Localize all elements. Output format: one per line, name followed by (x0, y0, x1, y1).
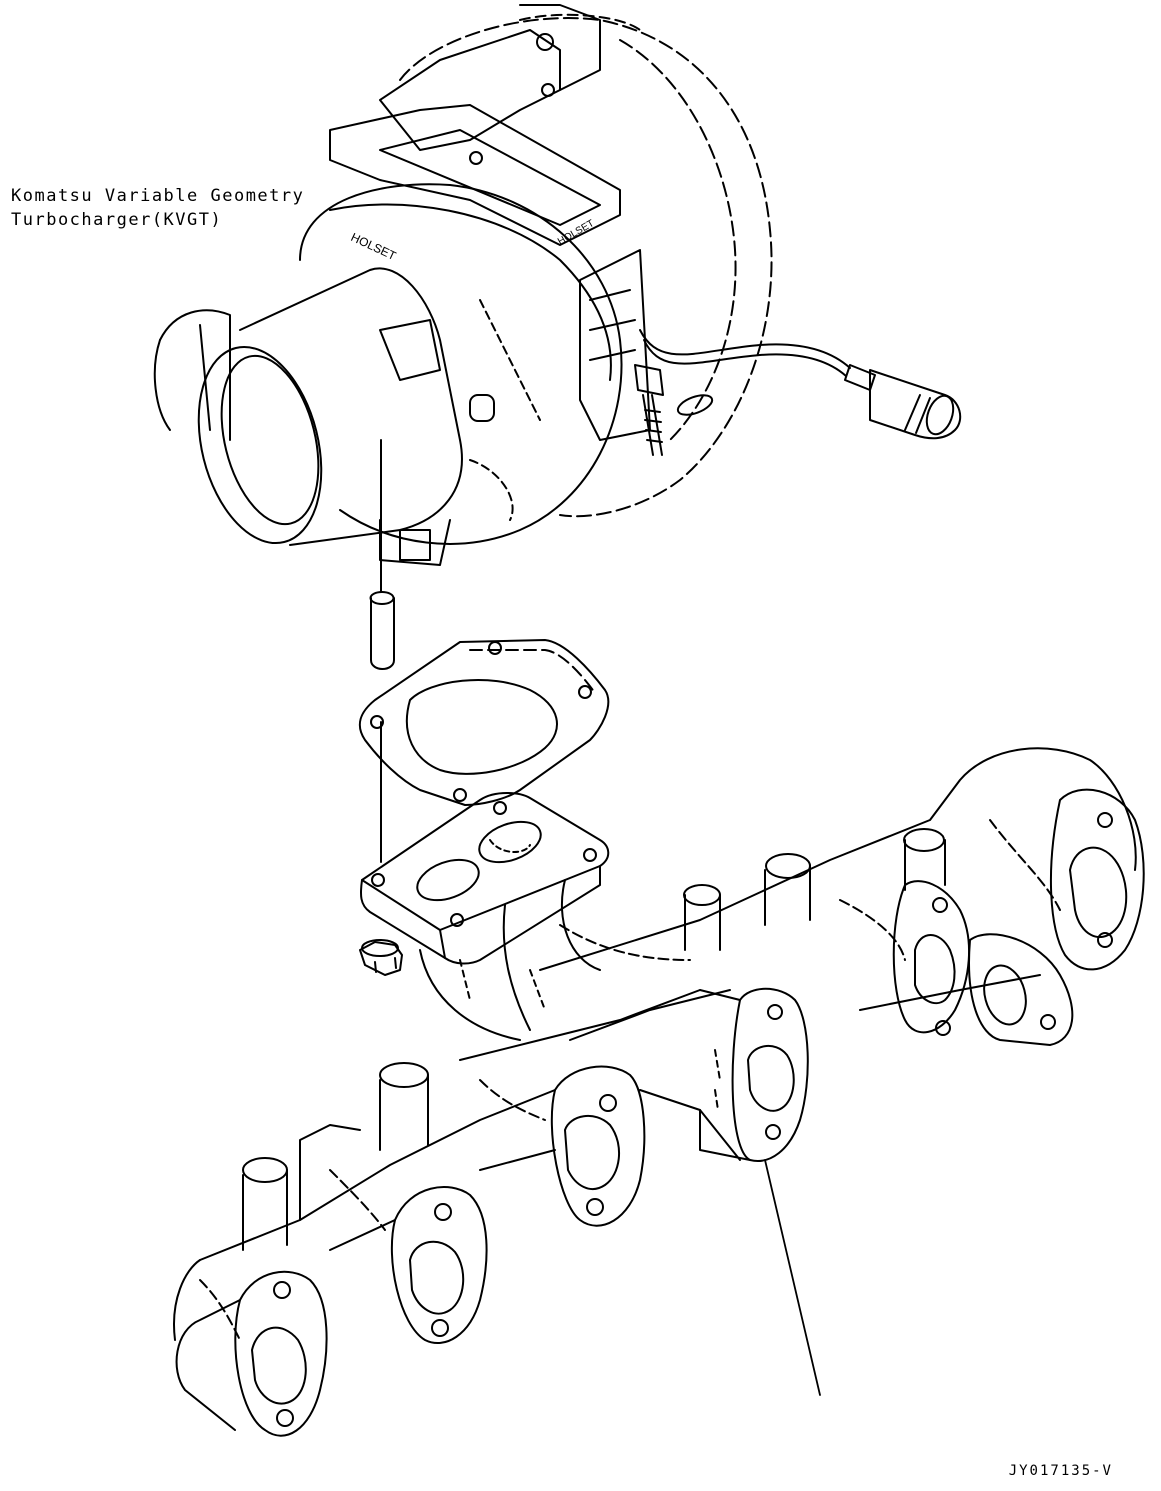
compressor-inlet (239, 267, 463, 546)
bearing-housing-plate (329, 104, 621, 246)
turbine-housing-outline (399, 17, 773, 518)
stud (369, 439, 395, 670)
compressor-housing (299, 183, 623, 545)
turbo-flange (360, 792, 610, 965)
inlet-opening (197, 345, 323, 545)
vgt-actuator (579, 249, 651, 441)
callout-line-2: Turbocharger(KVGT) (11, 210, 223, 230)
nut (359, 939, 403, 976)
gasket (358, 639, 610, 863)
callout-line-1: Komatsu Variable Geometry (11, 186, 305, 206)
exhaust-manifold-rear (360, 747, 1145, 1046)
speed-sensor-connector (634, 329, 962, 456)
mounting-bracket (379, 29, 561, 151)
drawing-number: JY017135-V (1008, 1463, 1113, 1479)
connector-body (869, 369, 962, 440)
front-manifold-body (175, 1299, 241, 1431)
turbine-housing-inner (619, 39, 737, 441)
exhaust-manifold-front (173, 987, 821, 1437)
center-flange (731, 987, 809, 1162)
rear-manifold-body (539, 747, 1137, 971)
svg-text:HOLSET: HOLSET (349, 230, 399, 263)
turbocharger: HOLSET HOLSET (153, 4, 773, 566)
